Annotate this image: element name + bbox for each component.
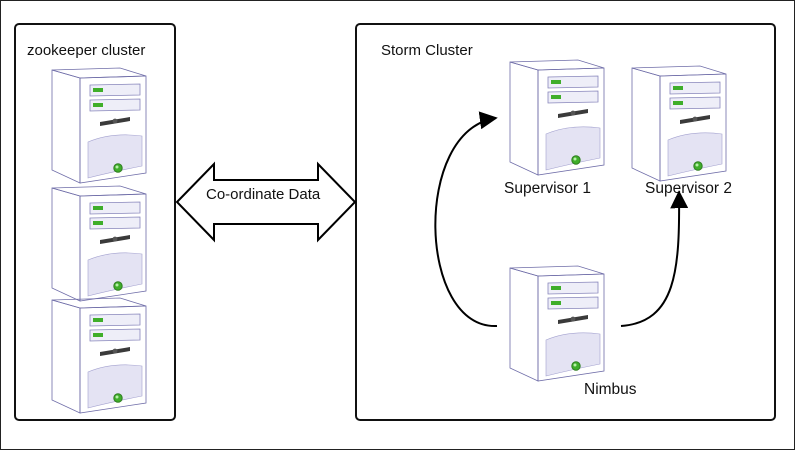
zookeeper-server-2-icon bbox=[50, 178, 150, 303]
nimbus-label: Nimbus bbox=[584, 381, 637, 398]
supervisor-2-server-icon bbox=[630, 58, 730, 183]
supervisor-2-label: Supervisor 2 bbox=[645, 180, 733, 197]
supervisor-1-label: Supervisor 1 bbox=[504, 180, 592, 197]
zookeeper-server-3-icon bbox=[50, 290, 150, 415]
zookeeper-cluster-title: zookeeper cluster bbox=[27, 42, 146, 59]
storm-cluster-title: Storm Cluster bbox=[381, 42, 473, 59]
nimbus-server-icon bbox=[508, 258, 608, 383]
supervisor-1-server-icon bbox=[508, 52, 608, 177]
coordinate-data-label: Co-ordinate Data bbox=[206, 186, 321, 203]
zookeeper-server-1-icon bbox=[50, 60, 150, 185]
